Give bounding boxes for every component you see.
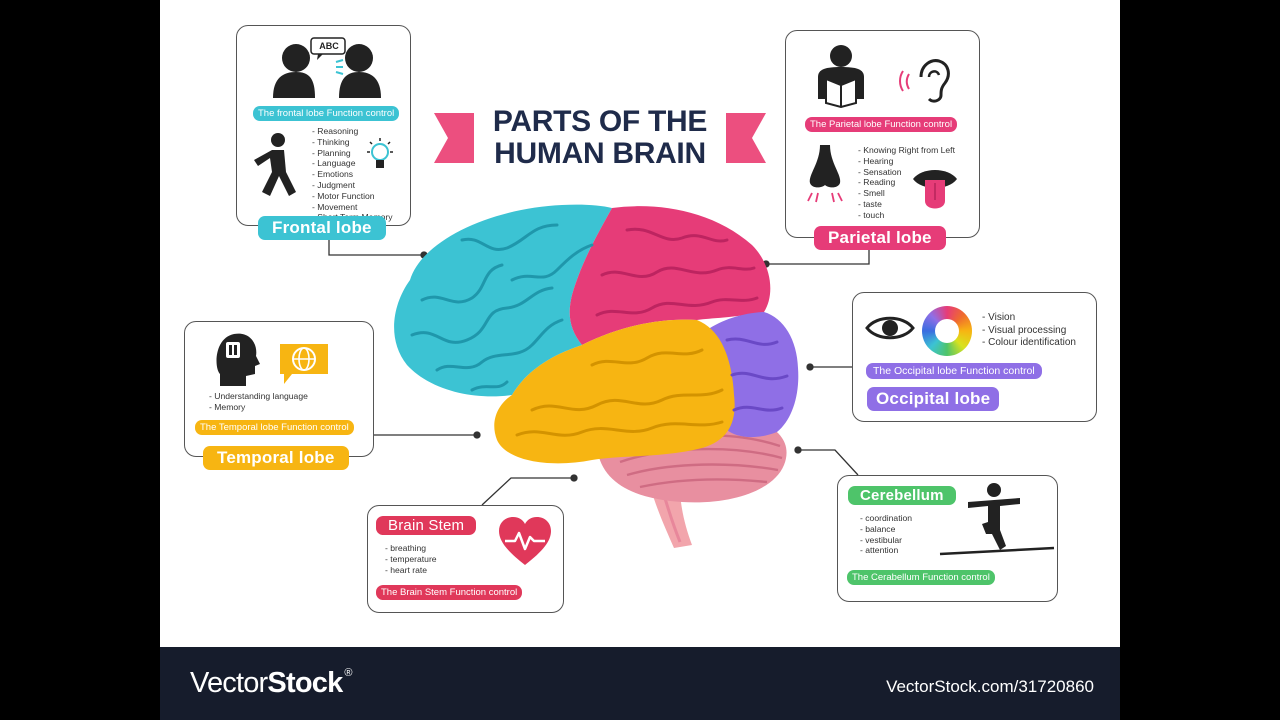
eye-icon (865, 316, 915, 340)
list-item: heart rate (385, 565, 437, 576)
list-item: Emotions (312, 169, 393, 180)
infographic: PARTS OF THE HUMAN BRAIN (160, 0, 1120, 720)
list-item: taste (858, 199, 955, 210)
brand-bold: Stock (267, 667, 343, 699)
list-item: Smell (858, 188, 955, 199)
globe-chat-icon (280, 344, 328, 384)
cerebellum-title: Cerebellum (848, 486, 956, 505)
temporal-lobe-title: Temporal lobe (203, 446, 349, 470)
title-line-2: HUMAN BRAIN (494, 137, 706, 170)
cerebellum-function-list: coordination balance vestibular attentio… (860, 513, 912, 556)
parietal-gyri (595, 227, 759, 317)
brain-stem-function-label: The Brain Stem Function control (376, 585, 523, 600)
parietal-function-label: The Parietal lobe Function control (805, 117, 958, 132)
list-item: breathing (385, 543, 437, 554)
list-item: Planning (312, 148, 393, 159)
list-item: Visual processing (982, 325, 1076, 338)
list-item: Knowing Right from Left (858, 145, 955, 156)
parietal-function-list: Knowing Right from Left Hearing Sensatio… (858, 145, 955, 221)
talking-people-icon (273, 37, 381, 98)
occipital-lobe-title: Occipital lobe (867, 387, 1000, 411)
temporal-gyri (515, 348, 724, 437)
list-item: Motor Function (312, 191, 393, 202)
occipital-gyri (725, 337, 789, 412)
color-wheel-hole (935, 319, 959, 343)
page-title: PARTS OF THE HUMAN BRAIN (474, 106, 726, 170)
occipital-function-list: Vision Visual processing Colour identifi… (982, 312, 1076, 350)
title-ribbon (434, 113, 766, 163)
image-url[interactable]: VectorStock.com/31720860 (886, 677, 1094, 696)
speech-bubble-text: ABC (319, 41, 339, 51)
brain-stem-function-list: breathing temperature heart rate (385, 543, 437, 576)
list-item: Memory (209, 402, 308, 413)
footer-bar: VectorStock® VectorStock.com/31720860 (160, 647, 1120, 720)
brand-logo: VectorStock® (190, 667, 353, 700)
list-item: Hearing (858, 156, 955, 167)
list-item: coordination (860, 513, 912, 524)
frontal-function-list: Reasoning Thinking Planning Language Emo… (312, 126, 393, 223)
running-person-icon (254, 133, 296, 196)
list-item: Understanding language (209, 391, 308, 402)
list-item: Sensation (858, 167, 955, 178)
temporal-function-list: Understanding language Memory (209, 391, 308, 413)
title-line-1: PARTS OF THE (492, 105, 708, 138)
nose-icon (807, 145, 843, 203)
list-item: Colour identification (982, 337, 1076, 350)
list-item: temperature (385, 554, 436, 565)
frontal-lobe-title: Frontal lobe (258, 216, 386, 240)
brand-light: Vector (190, 667, 268, 699)
temporal-lobe-shape (494, 319, 735, 464)
head-profile-icon (216, 333, 260, 386)
list-item: Movement (312, 202, 393, 213)
connector-frontal (328, 236, 424, 256)
connector-lines (328, 236, 870, 506)
list-item: Thinking (312, 137, 393, 148)
ear-icon (899, 59, 950, 103)
registered-mark: ® (344, 667, 352, 679)
list-item: attention (860, 545, 912, 556)
brain-stem-title: Brain Stem (376, 516, 477, 535)
list-item: Judgment (312, 180, 393, 191)
cerebellum-function-label: The Cerabellum Function control (847, 570, 995, 585)
reading-person-icon (818, 45, 864, 108)
list-item: vestibular (860, 535, 912, 546)
list-item: touch (858, 210, 955, 221)
list-item: balance (860, 524, 912, 535)
heart-pulse-icon (499, 517, 551, 565)
list-item: Vision (982, 312, 1076, 325)
frontal-function-label: The frontal lobe Function control (253, 106, 400, 121)
parietal-lobe-title: Parietal lobe (814, 226, 946, 250)
temporal-function-label: The Temporal lobe Function control (195, 420, 354, 435)
list-item: Language (312, 158, 393, 169)
frontal-lobe-shape (394, 204, 612, 397)
occipital-function-label: The Occipital lobe Function control (866, 363, 1042, 379)
list-item: Reasoning (312, 126, 393, 137)
brain-illustration (394, 204, 799, 548)
connector-parietal (766, 250, 870, 265)
balancing-person-icon (939, 483, 1055, 556)
frontal-gyri (410, 223, 594, 392)
connector-brainstem (481, 477, 574, 506)
connector-cerebellum (798, 449, 859, 476)
list-item: Reading (858, 177, 955, 188)
